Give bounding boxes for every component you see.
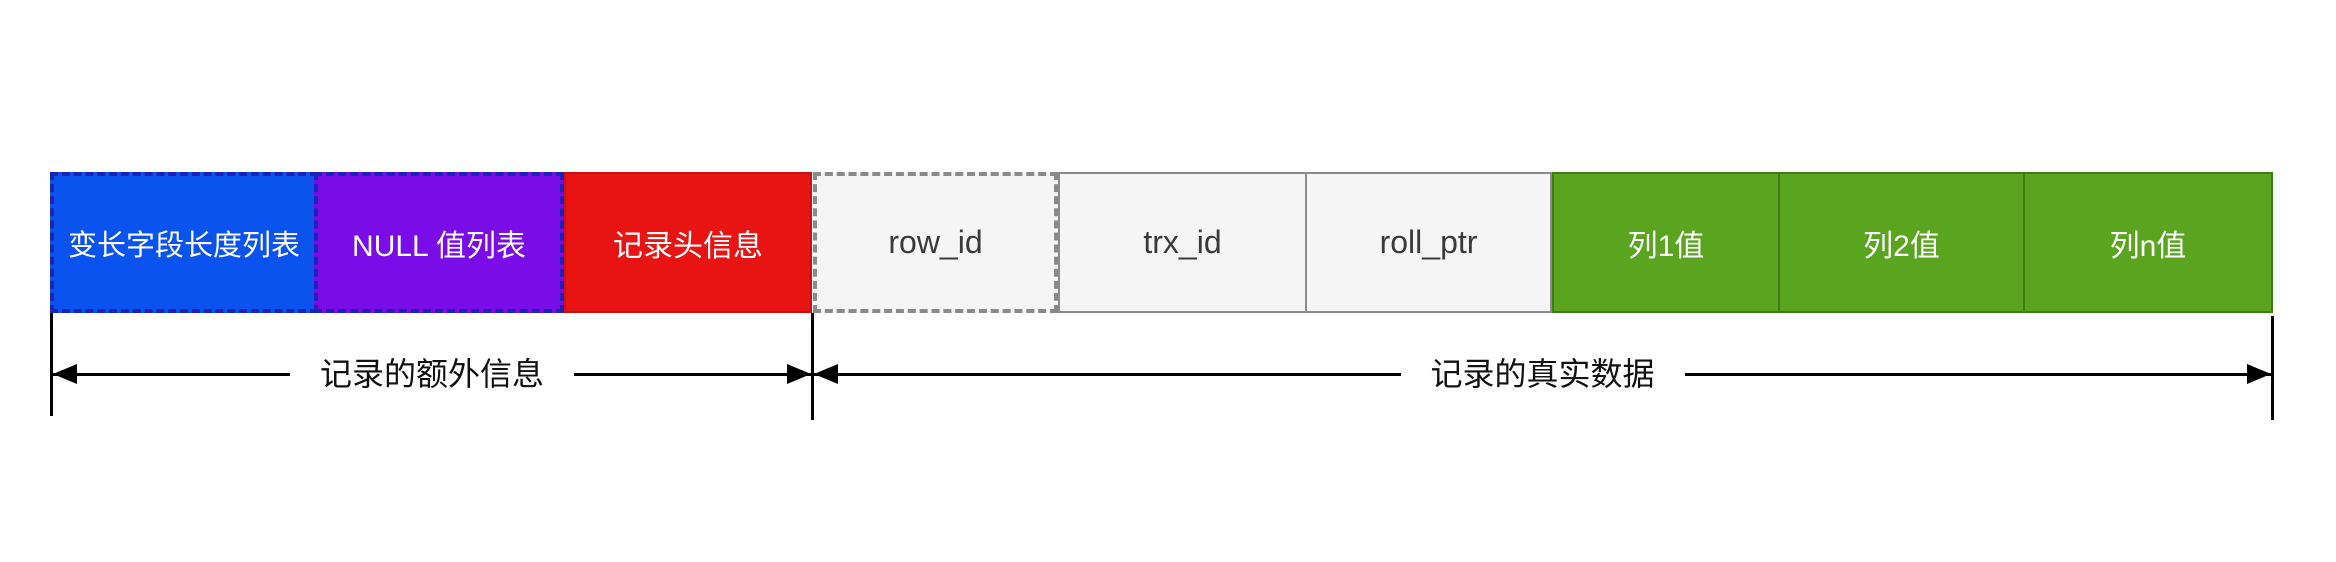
middle-boundary-line [811,313,814,420]
real-data-measure-arrow: 记录的真实数据 [814,356,2272,392]
box-null-value-list: NULL 值列表 [314,172,564,313]
real-data-label: 记录的真实数据 [1430,356,1655,392]
box-record-header-info: 记录头信息 [564,172,812,313]
arrow-line-right [574,372,812,376]
right-boundary-line [2271,316,2274,420]
box-roll-ptr: roll_ptr [1305,172,1552,313]
arrow-line-right [1684,372,2272,376]
box-trx-id: trx_id [1058,172,1307,313]
box-variable-length-field-list: 变长字段长度列表 [50,172,318,313]
arrow-line-left [814,372,1401,376]
extra-info-label: 记录的额外信息 [320,356,545,392]
box-row-id: row_id [813,172,1058,313]
box-column-n-value: 列n值 [2023,172,2273,313]
left-boundary-line [50,313,53,416]
box-column-1-value: 列1值 [1552,172,1780,313]
box-column-2-value: 列2值 [1778,172,2025,313]
extra-info-measure-arrow: 记录的额外信息 [53,356,812,392]
arrow-line-left [53,372,290,376]
